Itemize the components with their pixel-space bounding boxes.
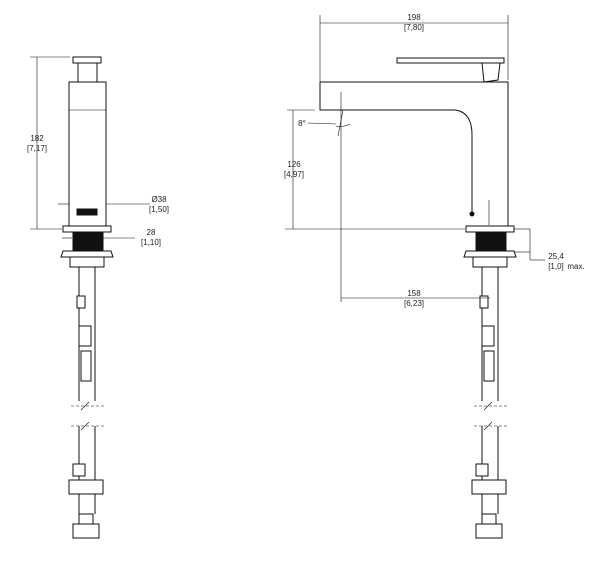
diameter-mm: Ø38 bbox=[151, 195, 167, 204]
deck-mm: 25,4 bbox=[548, 252, 564, 261]
width-mm: 198 bbox=[407, 13, 421, 22]
spout-height-mm: 126 bbox=[287, 160, 301, 169]
side-view bbox=[30, 56, 150, 539]
height-mm: 182 bbox=[30, 134, 44, 143]
deck-in: [1,0] bbox=[548, 262, 564, 271]
shank-mm: 28 bbox=[147, 228, 156, 237]
reach-in: [6,23] bbox=[404, 299, 424, 308]
deck-note: max. bbox=[567, 262, 584, 271]
shank-in: [1,10] bbox=[141, 238, 161, 247]
spout-height-in: [4,97] bbox=[284, 170, 304, 179]
angle-label: 8° bbox=[298, 119, 306, 128]
width-in: [7,80] bbox=[404, 23, 424, 32]
diameter-in: [1,50] bbox=[149, 205, 169, 214]
height-in: [7,17] bbox=[27, 144, 47, 153]
reach-mm: 158 bbox=[407, 289, 421, 298]
front-view bbox=[285, 15, 545, 539]
